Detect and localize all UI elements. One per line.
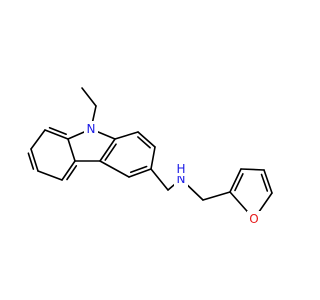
bond-c6-c5: [128, 168, 152, 178]
bond-c6-c5-double: [129, 165, 148, 174]
bond-cf4-cf5-double: [260, 173, 269, 192]
bond-c4-c4a: [61, 160, 76, 181]
bond-layer: [27, 87, 273, 220]
bond-c5-c4b: [99, 160, 130, 178]
atom-label-o: O: [249, 212, 258, 226]
bond-c1-c2: [30, 129, 46, 150]
molecule-structure-diagram: N N H O: [27, 87, 273, 227]
bond-c3-c4: [37, 170, 63, 181]
atom-o-backdrop: [247, 211, 261, 227]
bond-c6-ch2a: [150, 168, 169, 191]
bond-c9a-c8: [114, 131, 139, 140]
bond-cf3-cf4: [240, 168, 265, 171]
bond-cf4-cf5: [263, 169, 273, 194]
bond-c4b-c9a-double: [104, 143, 117, 161]
atom-label-layer: N N H O: [84, 121, 261, 227]
bond-c8-c7-double: [137, 136, 151, 149]
bond-cf2-cf3-double: [234, 173, 244, 192]
bond-c8a-c1: [44, 129, 69, 140]
bond-c8-c7: [137, 131, 156, 148]
bond-cf2-cf3: [229, 168, 242, 193]
bond-c2-c3: [30, 148, 39, 172]
bond-ch2e-ch3: [81, 87, 97, 107]
bond-c4-c4a-double: [66, 165, 78, 181]
atom-label-amine-h: H: [176, 162, 185, 176]
atom-label-amine-n: N: [177, 172, 186, 186]
atom-n9-backdrop: [84, 121, 98, 137]
bond-c2-c3-double: [27, 152, 35, 170]
bond-ch2b-cf2: [202, 191, 231, 201]
atom-amine-h-backdrop: [174, 163, 188, 176]
bond-c4b-c9a: [99, 138, 116, 162]
atom-label-n9: N: [87, 122, 96, 136]
bond-c4a-c8a: [67, 138, 76, 162]
bond-c7-c6: [150, 146, 156, 170]
bond-c8a-c1-double: [48, 126, 67, 136]
